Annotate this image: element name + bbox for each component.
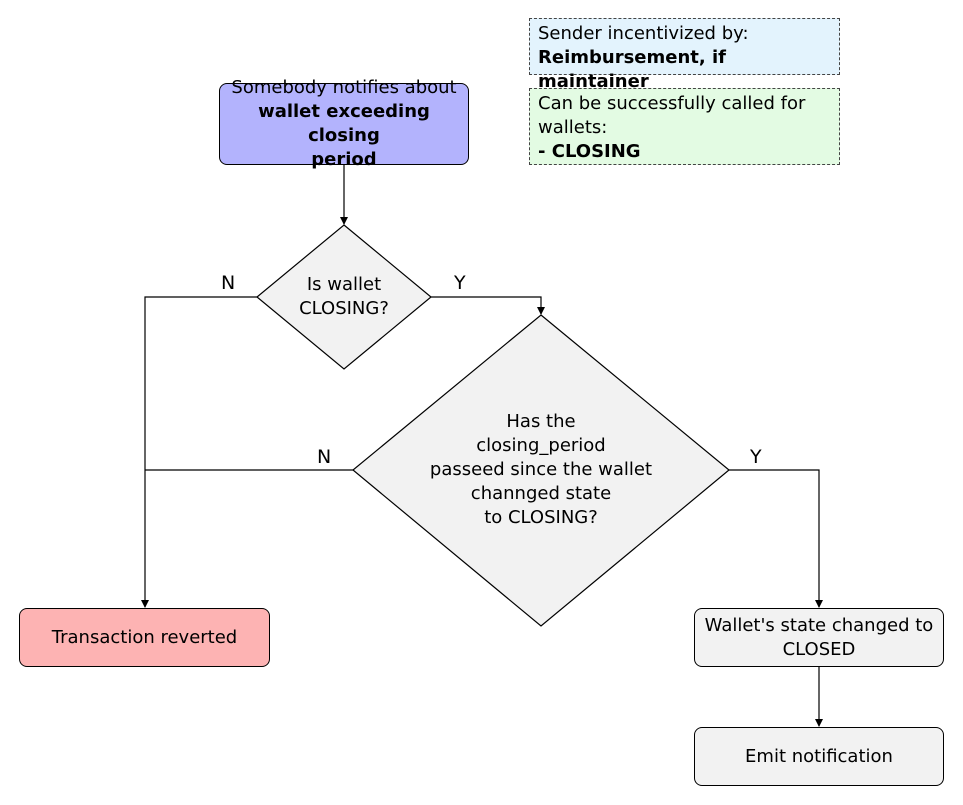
decision1-no-label: N <box>221 272 236 294</box>
start-node: Somebody notifies about wallet exceeding… <box>219 77 469 170</box>
decision1-line2: CLOSING? <box>299 298 389 319</box>
decision2-line1: Has the <box>506 411 576 432</box>
callable-legend-heading-cont: wallets: <box>538 117 608 138</box>
incentive-legend-value: Reimbursement, if maintainer <box>538 47 726 92</box>
decision2-line5: to CLOSING? <box>484 507 598 528</box>
start-node-line2: wallet exceeding closing <box>258 101 430 146</box>
start-node-line1: Somebody notifies about <box>231 77 457 98</box>
decision2-no-label: N <box>317 446 332 468</box>
decision1-yes-label: Y <box>454 272 466 294</box>
decision1-line1: Is wallet <box>306 274 382 295</box>
decision2-label: Has the closing_period passeed since the… <box>421 408 661 532</box>
edge-decision2-yes <box>729 469 823 608</box>
callable-legend: Can be successfully called for wallets: … <box>529 88 840 165</box>
emit-notification-node: Emit notification <box>694 727 944 786</box>
decision2-line3: passeed since the wallet <box>429 459 653 480</box>
transaction-reverted-text: Transaction reverted <box>51 626 238 648</box>
edge-decision1-no <box>141 296 257 608</box>
decision2-yes-label: Y <box>750 446 762 468</box>
decision2-line4: channged state <box>470 483 612 504</box>
start-node-line3: period <box>311 149 377 170</box>
decision2-line2: closing_period <box>476 435 606 456</box>
state-closed-line2: CLOSED <box>782 638 856 660</box>
decision1-label: Is wallet CLOSING? <box>274 272 414 322</box>
emit-notification-text: Emit notification <box>745 745 893 767</box>
incentive-legend: Sender incentivized by: Reimbursement, i… <box>529 18 840 92</box>
state-closed-line1: Wallet's state changed to <box>704 614 934 636</box>
transaction-reverted-node: Transaction reverted <box>19 608 270 667</box>
decision-diamond-wallet-closing <box>256 224 432 370</box>
state-closed-node: Wallet's state changed to CLOSED <box>694 608 944 667</box>
decision-diamond-closing-period-passed <box>352 314 730 627</box>
edge-decision1-yes <box>431 296 545 315</box>
callable-legend-heading: Can be successfully called for <box>538 93 806 114</box>
callable-legend-state: - CLOSING <box>538 141 641 162</box>
incentive-legend-heading: Sender incentivized by: <box>538 23 749 44</box>
